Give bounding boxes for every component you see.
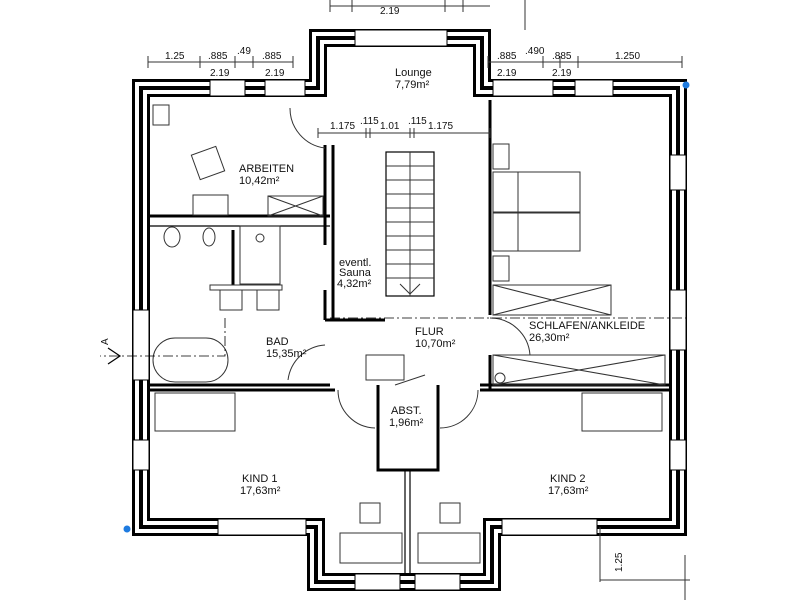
room-name: SCHLAFEN/ANKLEIDE	[529, 320, 645, 332]
dim-label: .885	[552, 51, 572, 62]
room-area: 26,30m²	[529, 332, 570, 344]
dim-label: .885	[262, 51, 282, 62]
room-name: KIND 1	[242, 473, 277, 485]
dim-label: .115	[408, 116, 427, 127]
dim-label: 1.25	[165, 51, 185, 62]
room-area: 10,42m²	[239, 175, 280, 187]
dim-label: .490	[525, 46, 545, 57]
dim-top: 2.19	[380, 6, 400, 17]
dim-label: 1.01	[380, 121, 400, 132]
room-name: FLUR	[415, 326, 444, 338]
dim-label: 1.250	[615, 51, 640, 62]
room-name: KIND 2	[550, 473, 585, 485]
room-labels: Lounge 7,79m² ARBEITEN 10,42m² eventl. S…	[239, 67, 645, 497]
dim-label: 1.175	[330, 121, 355, 132]
selection-handle[interactable]	[682, 81, 690, 89]
dim-label: 1.175	[428, 121, 453, 132]
room-area: 10,70m²	[415, 338, 456, 350]
dim-label: .49	[237, 46, 251, 57]
section-line: A	[100, 317, 690, 365]
windows	[132, 29, 687, 591]
dim-label: .885	[208, 51, 228, 62]
room-area: 15,35m²	[266, 348, 307, 360]
room-area: 1,96m²	[389, 417, 424, 429]
dim-label: .885	[497, 51, 517, 62]
dim-bottom-right: 1.25	[614, 552, 625, 572]
selection-handle[interactable]	[123, 525, 131, 533]
furniture	[152, 104, 666, 564]
room-name: BAD	[266, 336, 289, 348]
room-name: Sauna	[339, 267, 372, 279]
room-area: 4,32m²	[337, 278, 372, 290]
dim-label: 2.19	[497, 68, 517, 79]
room-name: Lounge	[395, 67, 432, 79]
section-marker: A	[100, 338, 111, 345]
dim-label: 2.19	[552, 68, 572, 79]
room-name: ARBEITEN	[239, 163, 294, 175]
room-name: ABST.	[391, 405, 422, 417]
doors	[287, 107, 531, 429]
outer-walls	[132, 29, 687, 591]
room-area: 17,63m²	[548, 485, 589, 497]
dim-label: 2.19	[210, 68, 230, 79]
room-area: 17,63m²	[240, 485, 281, 497]
room-area: 7,79m²	[395, 79, 430, 91]
staircase	[385, 151, 435, 297]
dim-label: .115	[360, 116, 379, 127]
dimension-lines	[147, 0, 690, 600]
room-name: eventl.	[339, 257, 371, 269]
dim-label: 2.19	[265, 68, 285, 79]
